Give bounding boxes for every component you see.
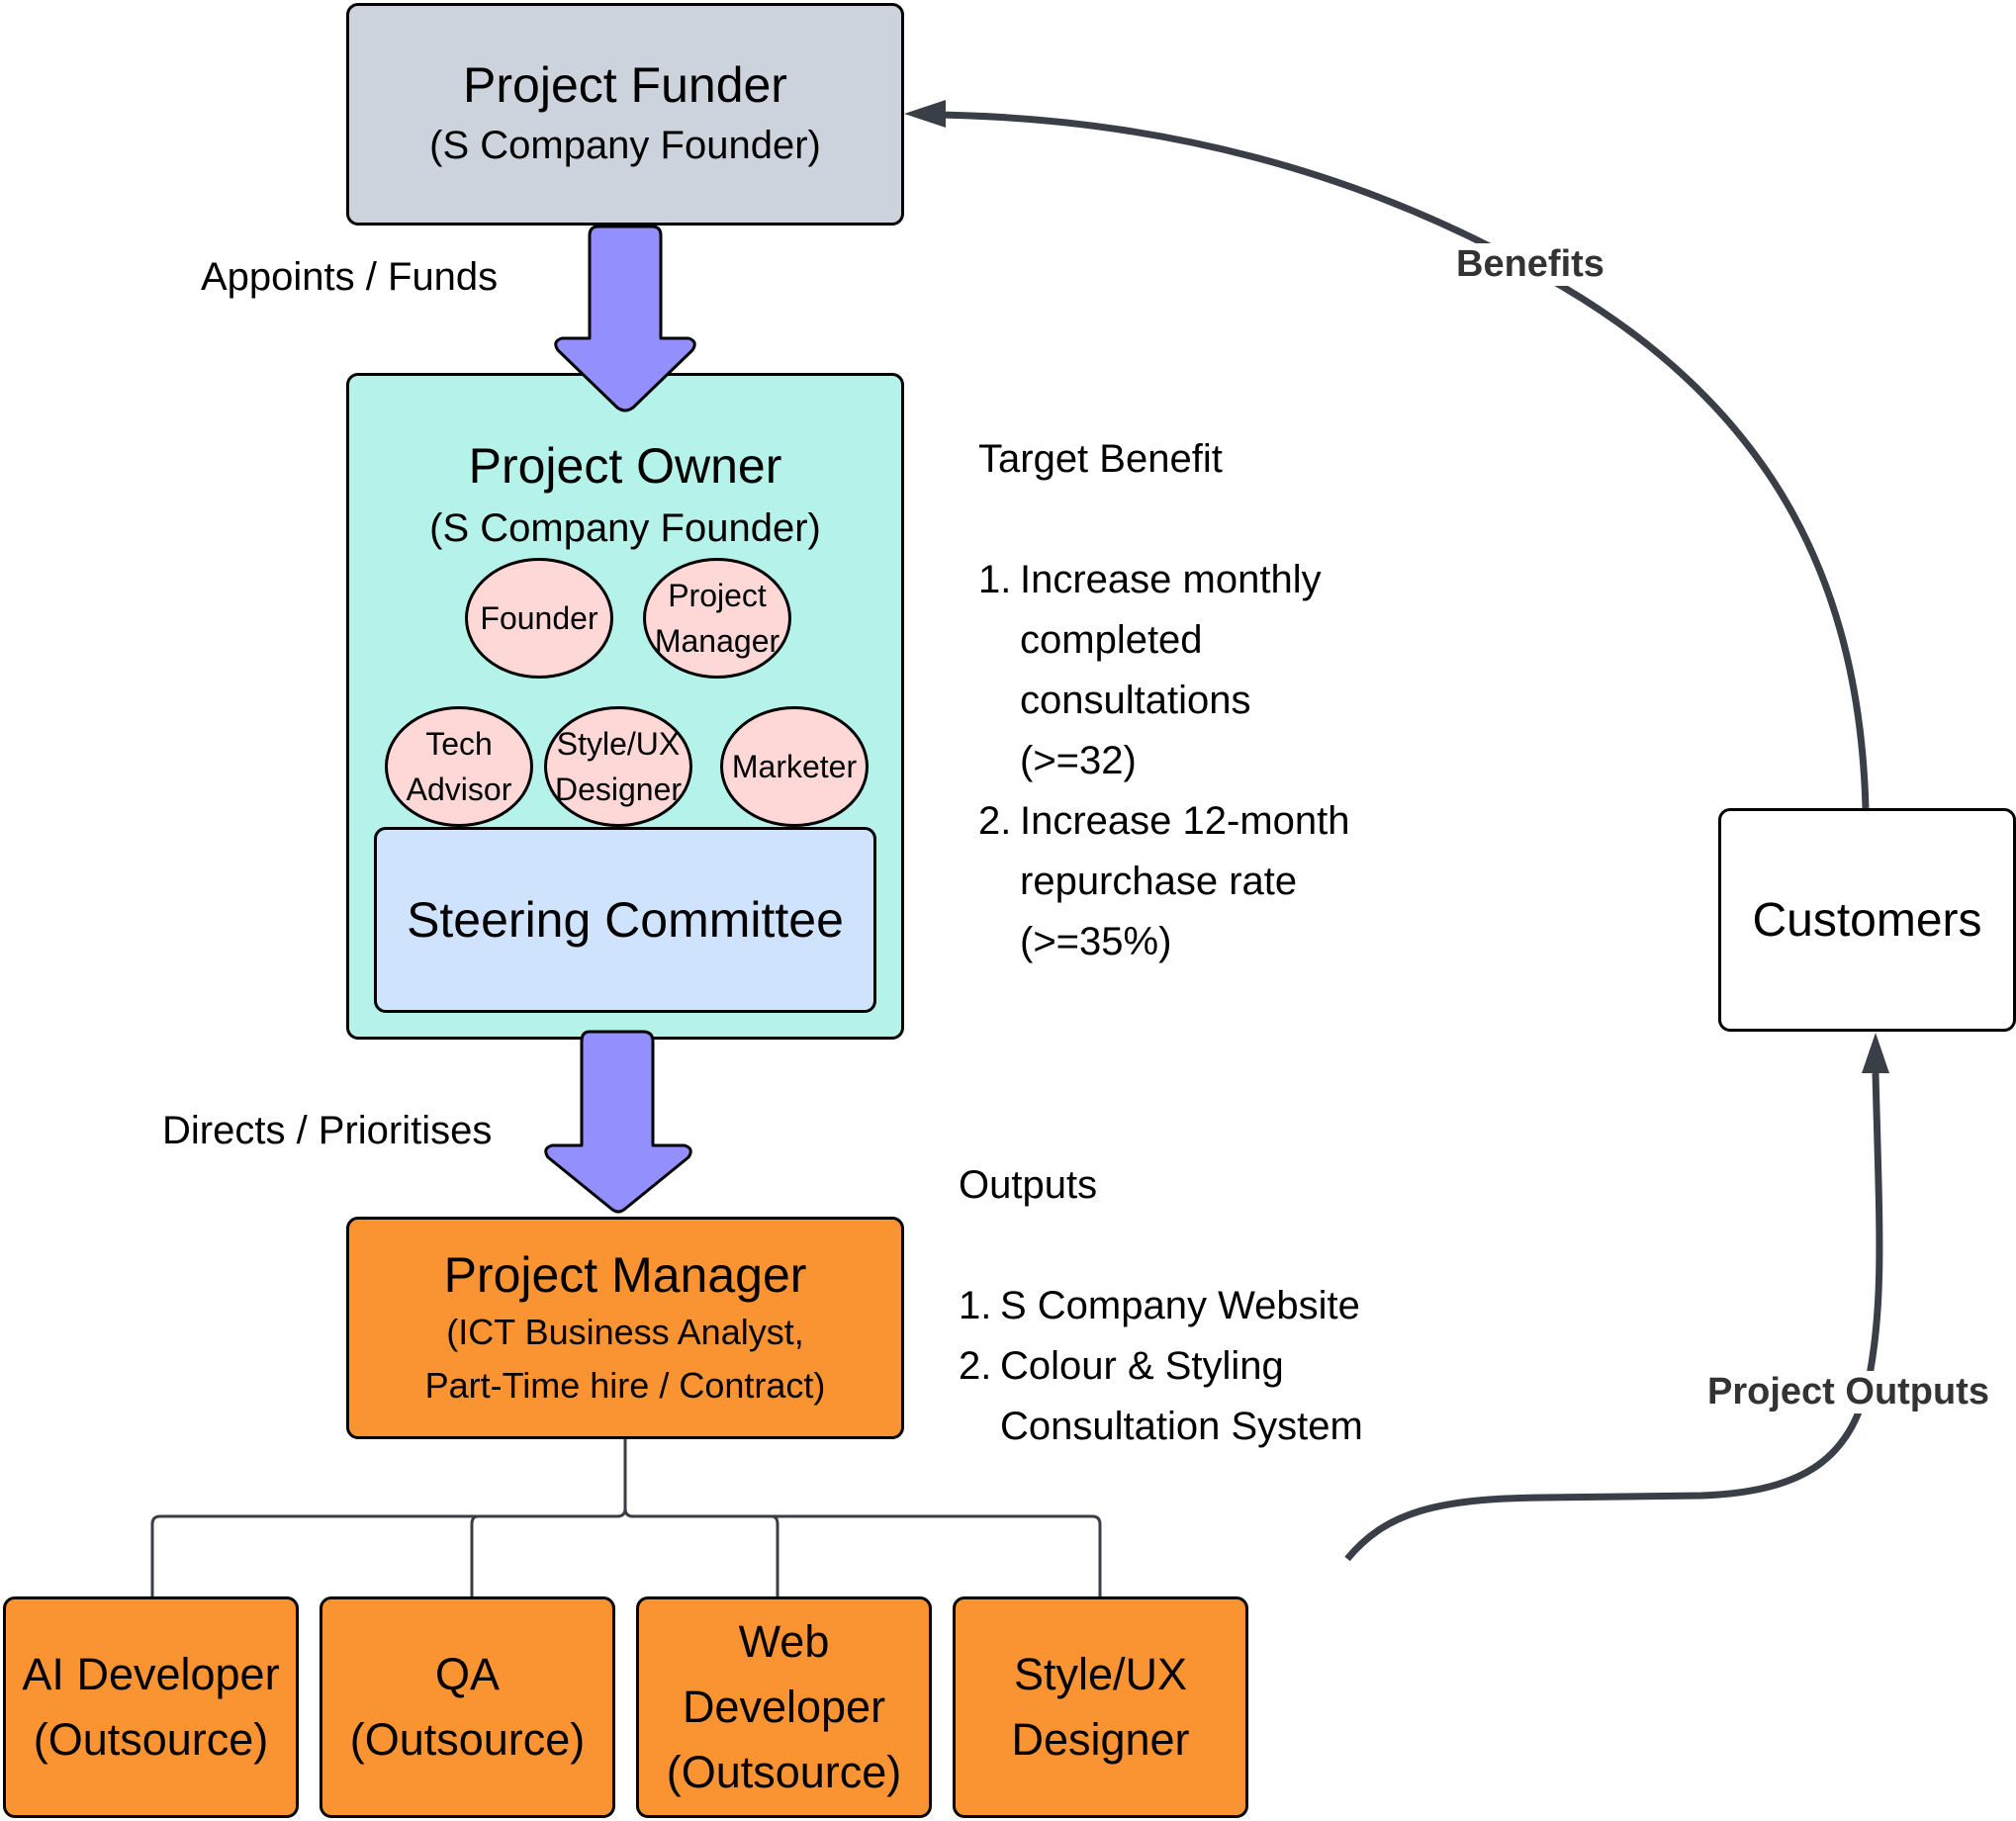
member-label: Style/UX: [556, 726, 681, 762]
list-line: Colour & Styling: [1000, 1344, 1284, 1388]
steering-committee-label: Steering Committee: [407, 892, 844, 948]
team-label: (Outsource): [33, 1714, 269, 1765]
target-benefit-item: 2. Increase 12-month repurchase rate (>=…: [978, 791, 1350, 972]
member-label: Tech: [425, 726, 493, 762]
target-benefit-item: 1. Increase monthly completed consultati…: [978, 550, 1350, 791]
benefits-label: Benefits: [1452, 243, 1608, 286]
outputs-heading: Outputs: [959, 1163, 1098, 1207]
member-label: Manager: [654, 623, 780, 659]
team-label: (Outsource): [666, 1747, 902, 1797]
list-line: (>=35%): [1020, 920, 1172, 963]
steering-committee-node[interactable]: Steering Committee: [374, 827, 876, 1013]
project-owner-subtitle: (S Company Founder): [429, 506, 821, 550]
customers-node[interactable]: Customers: [1718, 808, 2016, 1032]
target-benefit-heading: Target Benefit: [978, 437, 1223, 481]
team-label: AI Developer: [22, 1649, 280, 1699]
list-line: consultations: [1020, 679, 1251, 722]
member-label: Project: [668, 578, 767, 613]
project-manager-subtitle-1: (ICT Business Analyst,: [446, 1311, 804, 1352]
benefits-arrow: [929, 111, 1870, 809]
benefits-arrowhead-icon: [904, 100, 946, 128]
member-tech-advisor[interactable]: Tech Advisor: [385, 706, 533, 827]
member-style-ux-designer[interactable]: Style/UX Designer: [544, 706, 692, 827]
list-line: Consultation System: [1000, 1405, 1363, 1448]
customers-label: Customers: [1752, 893, 1982, 947]
project-manager-subtitle-2: Part-Time hire / Contract): [424, 1364, 826, 1406]
team-style-ux-designer[interactable]: Style/UX Designer: [953, 1596, 1248, 1818]
list-number: 1.: [978, 558, 1012, 601]
project-outputs-label: Project Outputs: [1703, 1371, 1994, 1413]
team-qa[interactable]: QA (Outsource): [320, 1596, 615, 1818]
list-number: 2.: [959, 1344, 992, 1388]
outputs-item: 1. S Company Website: [959, 1276, 1363, 1336]
member-label: Designer: [554, 772, 683, 807]
list-line: Increase monthly: [1020, 558, 1322, 601]
team-label: Style/UX: [1013, 1649, 1188, 1699]
team-label: (Outsource): [349, 1714, 586, 1765]
outputs-item: 2. Colour & Styling Consultation System: [959, 1336, 1363, 1457]
appoints-funds-label: Appoints / Funds: [201, 255, 499, 299]
target-benefit-panel: Target Benefit 1. Increase monthly compl…: [978, 429, 1350, 972]
list-number: 2.: [978, 799, 1012, 843]
team-label: Designer: [1011, 1714, 1190, 1765]
member-label: Marketer: [731, 749, 858, 784]
team-label: Developer: [682, 1682, 886, 1732]
list-line: S Company Website: [1000, 1284, 1360, 1327]
team-label: Web: [738, 1616, 830, 1667]
list-line: Increase 12-month: [1020, 799, 1350, 843]
list-number: 1.: [959, 1284, 992, 1327]
team-label: QA: [434, 1649, 501, 1699]
project-owner-title: Project Owner: [468, 438, 782, 494]
list-line: (>=32): [1020, 739, 1137, 782]
project-funder-node[interactable]: Project Funder (S Company Founder): [346, 3, 904, 226]
list-line: completed: [1020, 618, 1203, 662]
member-label: Founder: [480, 600, 598, 636]
member-label: Advisor: [406, 772, 512, 807]
outputs-panel: Outputs 1. S Company Website 2. Colour &…: [959, 1155, 1363, 1457]
member-project-manager[interactable]: Project Manager: [643, 558, 791, 679]
org-tree-connector: [150, 1439, 1102, 1596]
list-line: repurchase rate: [1020, 860, 1298, 903]
member-marketer[interactable]: Marketer: [720, 706, 869, 827]
directs-prioritises-label: Directs / Prioritises: [162, 1109, 493, 1152]
outputs-list: 1. S Company Website 2. Colour & Styling…: [959, 1276, 1363, 1457]
project-manager-node[interactable]: Project Manager (ICT Business Analyst, P…: [346, 1217, 904, 1439]
member-founder[interactable]: Founder: [465, 558, 613, 679]
target-benefit-list: 1. Increase monthly completed consultati…: [978, 550, 1350, 972]
project-funder-subtitle: (S Company Founder): [429, 123, 821, 167]
team-web-developer[interactable]: Web Developer (Outsource): [636, 1596, 932, 1818]
project-outputs-arrowhead-icon: [1862, 1033, 1889, 1073]
project-outputs-arrow: [1344, 1072, 1883, 1562]
team-ai-developer[interactable]: AI Developer (Outsource): [3, 1596, 299, 1818]
project-funder-title: Project Funder: [463, 56, 787, 113]
project-manager-title: Project Manager: [443, 1246, 807, 1303]
